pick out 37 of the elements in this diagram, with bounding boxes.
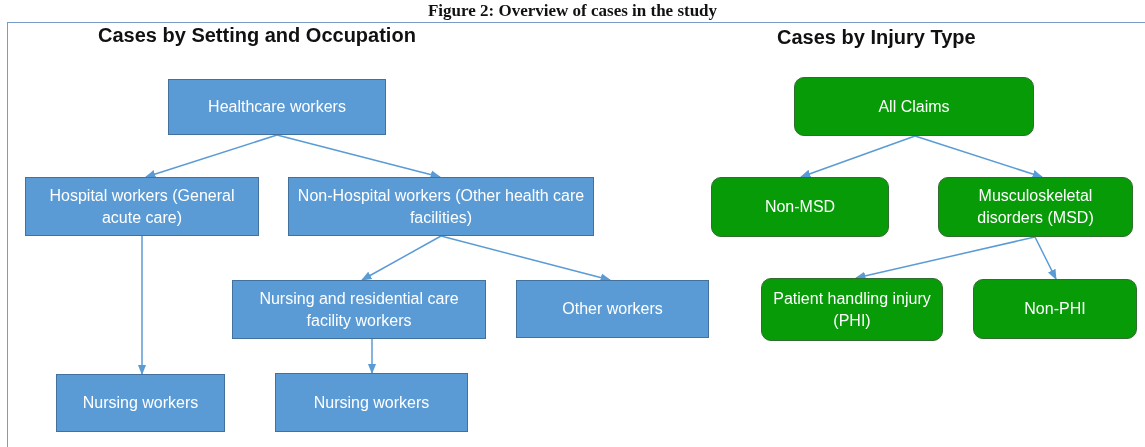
arrow — [367, 338, 377, 375]
arrow — [440, 235, 611, 282]
arrow — [145, 134, 278, 179]
arrow — [914, 135, 1043, 179]
arrow — [1034, 236, 1057, 280]
box-label: Nursing and residential care facility workers — [258, 288, 460, 331]
arrow — [855, 236, 1036, 280]
process-box — [25, 177, 259, 236]
box-label: All Claims — [878, 96, 950, 117]
box-label: Musculoskeletal disorders (MSD) — [976, 186, 1095, 228]
section-heading: Cases by Setting and Occupation — [98, 24, 416, 47]
arrow — [276, 134, 441, 179]
process-box — [275, 373, 468, 432]
arrow — [137, 235, 147, 376]
process-box — [794, 77, 1034, 136]
box-label: Other workers — [562, 299, 663, 320]
box-label: Nursing workers — [82, 393, 199, 414]
figure-title: Figure 2: Overview of cases in the study — [426, 1, 719, 21]
box-label: Nursing workers — [313, 392, 430, 413]
arrow — [800, 135, 916, 178]
box-label: Non-PHI — [1024, 299, 1086, 320]
section-heading: Cases by Injury Type — [777, 26, 976, 49]
process-box — [711, 177, 889, 237]
process-box — [973, 279, 1137, 339]
arrow — [361, 235, 442, 281]
box-label: Healthcare workers — [208, 97, 346, 118]
process-box — [938, 177, 1133, 237]
box-label: Non-Hospital workers (Other health care facilities) — [296, 185, 586, 228]
process-box — [168, 79, 386, 135]
box-label: Non-MSD — [764, 197, 836, 218]
box-label: Hospital workers (General acute care) — [48, 185, 236, 228]
box-label: Patient handling injury (PHI) — [772, 288, 932, 331]
process-box — [56, 374, 225, 432]
process-box — [288, 177, 594, 236]
process-box — [232, 280, 486, 339]
process-box — [761, 278, 943, 341]
process-box — [516, 280, 709, 338]
